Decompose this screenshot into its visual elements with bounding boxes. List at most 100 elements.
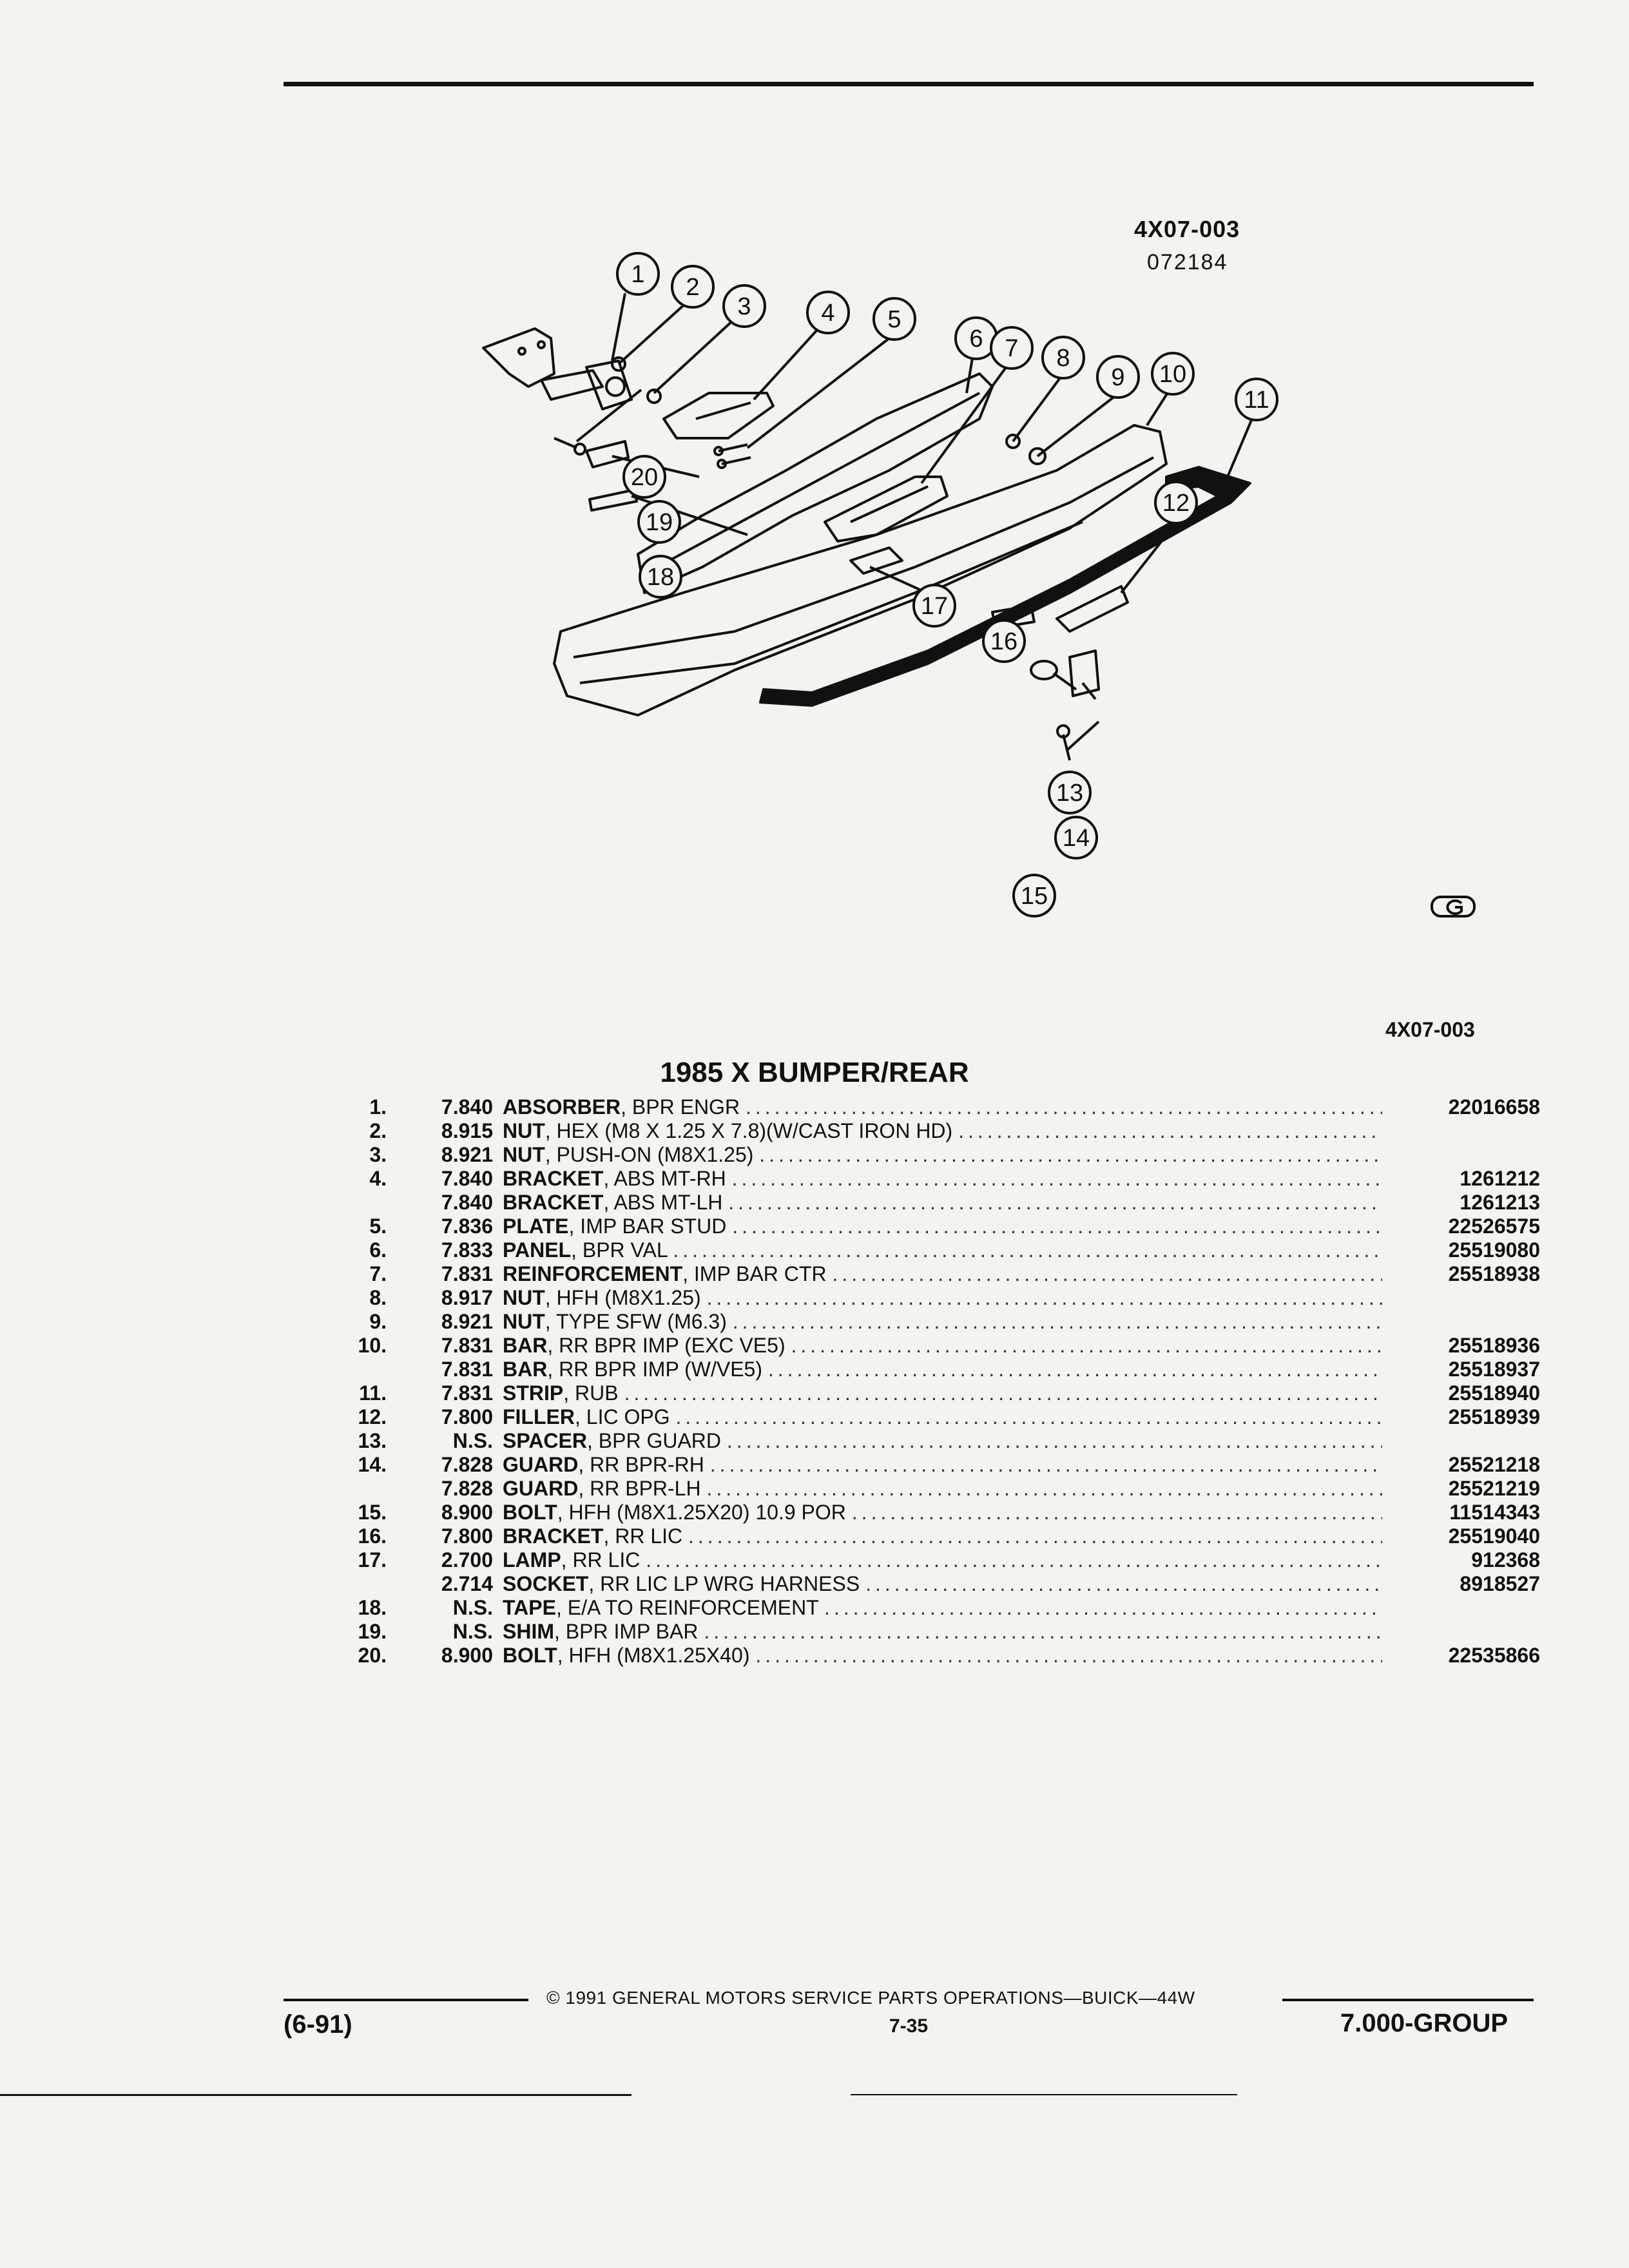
shim: [585, 440, 630, 468]
part-number: 25518939: [1448, 1405, 1540, 1428]
part-number: 25518940: [1448, 1381, 1540, 1405]
part-description: BAR, RR BPR IMP (W/VE5) ................…: [503, 1358, 1382, 1381]
part-name: NUT: [503, 1143, 545, 1166]
dot-leader: ........................................…: [706, 1286, 1382, 1309]
item-number: 6.: [369, 1238, 387, 1262]
dot-leader: ........................................…: [767, 1358, 1382, 1381]
part-name: BAR: [503, 1358, 548, 1381]
callout-circle: [982, 619, 1026, 663]
part-description: NUT, HFH (M8X1.25) .....................…: [503, 1286, 1382, 1310]
figure-id: 4X07-003: [1134, 216, 1240, 242]
dot-leader: ........................................…: [726, 1429, 1382, 1452]
item-number: 11.: [359, 1381, 387, 1405]
part-description: TAPE, E/A TO REINFORCEMENT .............…: [503, 1596, 1382, 1620]
part-name: BOLT: [503, 1644, 557, 1667]
group-number: N.S.: [452, 1429, 493, 1452]
callout-number: 9: [1111, 364, 1124, 391]
callout-number: 2: [686, 274, 699, 301]
part-description: NUT, PUSH-ON (M8X1.25) .................…: [503, 1143, 1382, 1167]
part-name: GUARD: [503, 1453, 579, 1476]
footer-rule-right: [1282, 1999, 1534, 2001]
part-description: BAR, RR BPR IMP (EXC VE5) ..............…: [503, 1334, 1382, 1358]
part-name: LAMP: [503, 1548, 561, 1571]
callout-circle: [1096, 355, 1140, 399]
callout-number: 16: [990, 628, 1017, 655]
part-number: 11514343: [1449, 1501, 1540, 1524]
item-number: 15.: [358, 1501, 387, 1524]
group-number: 7.833: [441, 1238, 493, 1262]
callout-circle: [1041, 336, 1085, 380]
item-number: 5.: [369, 1215, 387, 1238]
part-name: BRACKET: [503, 1524, 604, 1548]
callout-number: 10: [1159, 361, 1186, 388]
group-number: 7.831: [441, 1334, 493, 1357]
group-number: 7.840: [441, 1095, 493, 1119]
part-detail: , RR LIC: [603, 1524, 683, 1548]
part-detail: , ABS MT-LH: [603, 1191, 723, 1214]
copyright-notice: © 1991 GENERAL MOTORS SERVICE PARTS OPER…: [546, 1988, 1195, 2008]
group-number: N.S.: [452, 1620, 493, 1643]
dot-leader: ........................................…: [704, 1620, 1382, 1643]
bumper-bar: [553, 424, 1168, 716]
group-number: 7.831: [441, 1358, 493, 1381]
part-description: STRIP, RUB .............................…: [503, 1381, 1382, 1405]
callout-number: 14: [1063, 825, 1090, 852]
part-row: 19.N.S.SHIM, BPR IMP BAR ...............…: [335, 1620, 1540, 1644]
group-number: 7.800: [441, 1524, 493, 1548]
item-number: 18.: [358, 1596, 387, 1619]
part-detail: , BPR VAL: [571, 1238, 668, 1262]
part-description: BOLT, HFH (M8X1.25X20) 10.9 POR ........…: [503, 1501, 1382, 1524]
part-number: 8918527: [1460, 1572, 1540, 1595]
part-description: NUT, HEX (M8 X 1.25 X 7.8)(W/CAST IRON H…: [503, 1119, 1382, 1143]
part-name: GUARD: [503, 1477, 579, 1500]
dot-leader: ........................................…: [759, 1143, 1382, 1166]
part-description: GUARD, RR BPR-LH .......................…: [503, 1477, 1382, 1501]
part-number: 25519040: [1448, 1524, 1540, 1548]
callout-number: 19: [646, 509, 673, 536]
part-detail: , IMP BAR CTR: [682, 1262, 827, 1285]
part-name: BOLT: [503, 1501, 557, 1524]
group-number: 8.900: [441, 1501, 493, 1524]
part-detail: , HFH (M8X1.25X20) 10.9 POR: [557, 1501, 846, 1524]
part-description: BRACKET, RR LIC ........................…: [503, 1524, 1382, 1548]
part-detail: , BPR GUARD: [586, 1429, 722, 1452]
part-detail: , HEX (M8 X 1.25 X 7.8)(W/CAST IRON HD): [545, 1119, 953, 1142]
part-description: SOCKET, RR LIC LP WRG HARNESS ..........…: [503, 1572, 1382, 1596]
part-number: 22535866: [1448, 1644, 1540, 1667]
part-detail: , HFH (M8X1.25X40): [557, 1644, 750, 1667]
section-title: 1985 X BUMPER/REAR: [660, 1057, 969, 1088]
license-lamp: [849, 546, 903, 575]
callout-number: 6: [969, 325, 983, 352]
dot-leader: ........................................…: [832, 1262, 1382, 1285]
tape: [588, 488, 638, 512]
part-name: SOCKET: [503, 1572, 589, 1595]
item-number: 3.: [369, 1143, 387, 1166]
part-name: SPACER: [503, 1429, 587, 1452]
callout-number: 7: [1005, 335, 1018, 362]
part-detail: , RR LIC LP WRG HARNESS: [588, 1572, 860, 1595]
part-detail: , IMP BAR STUD: [568, 1215, 727, 1238]
dot-leader: ........................................…: [958, 1119, 1382, 1142]
part-detail: , RR BPR IMP (EXC VE5): [547, 1334, 786, 1357]
part-detail: , TYPE SFW (M6.3): [545, 1310, 727, 1333]
dot-leader: ........................................…: [865, 1572, 1382, 1595]
dot-leader: ........................................…: [824, 1596, 1382, 1619]
part-name: TAPE: [503, 1596, 556, 1619]
part-name: STRIP: [503, 1381, 564, 1405]
group-number: 8.900: [441, 1644, 493, 1667]
group-number: 2.700: [441, 1548, 493, 1571]
callout-number: 3: [737, 293, 751, 320]
callout-circle: [912, 584, 956, 628]
part-detail: , E/A TO REINFORCEMENT: [555, 1596, 819, 1619]
part-description: REINFORCEMENT, IMP BAR CTR .............…: [503, 1262, 1382, 1286]
group-number: 8.921: [441, 1310, 493, 1333]
part-number: 22526575: [1448, 1215, 1540, 1238]
dot-leader: ........................................…: [731, 1167, 1382, 1190]
part-detail: , RR BPR IMP (W/VE5): [547, 1358, 762, 1381]
